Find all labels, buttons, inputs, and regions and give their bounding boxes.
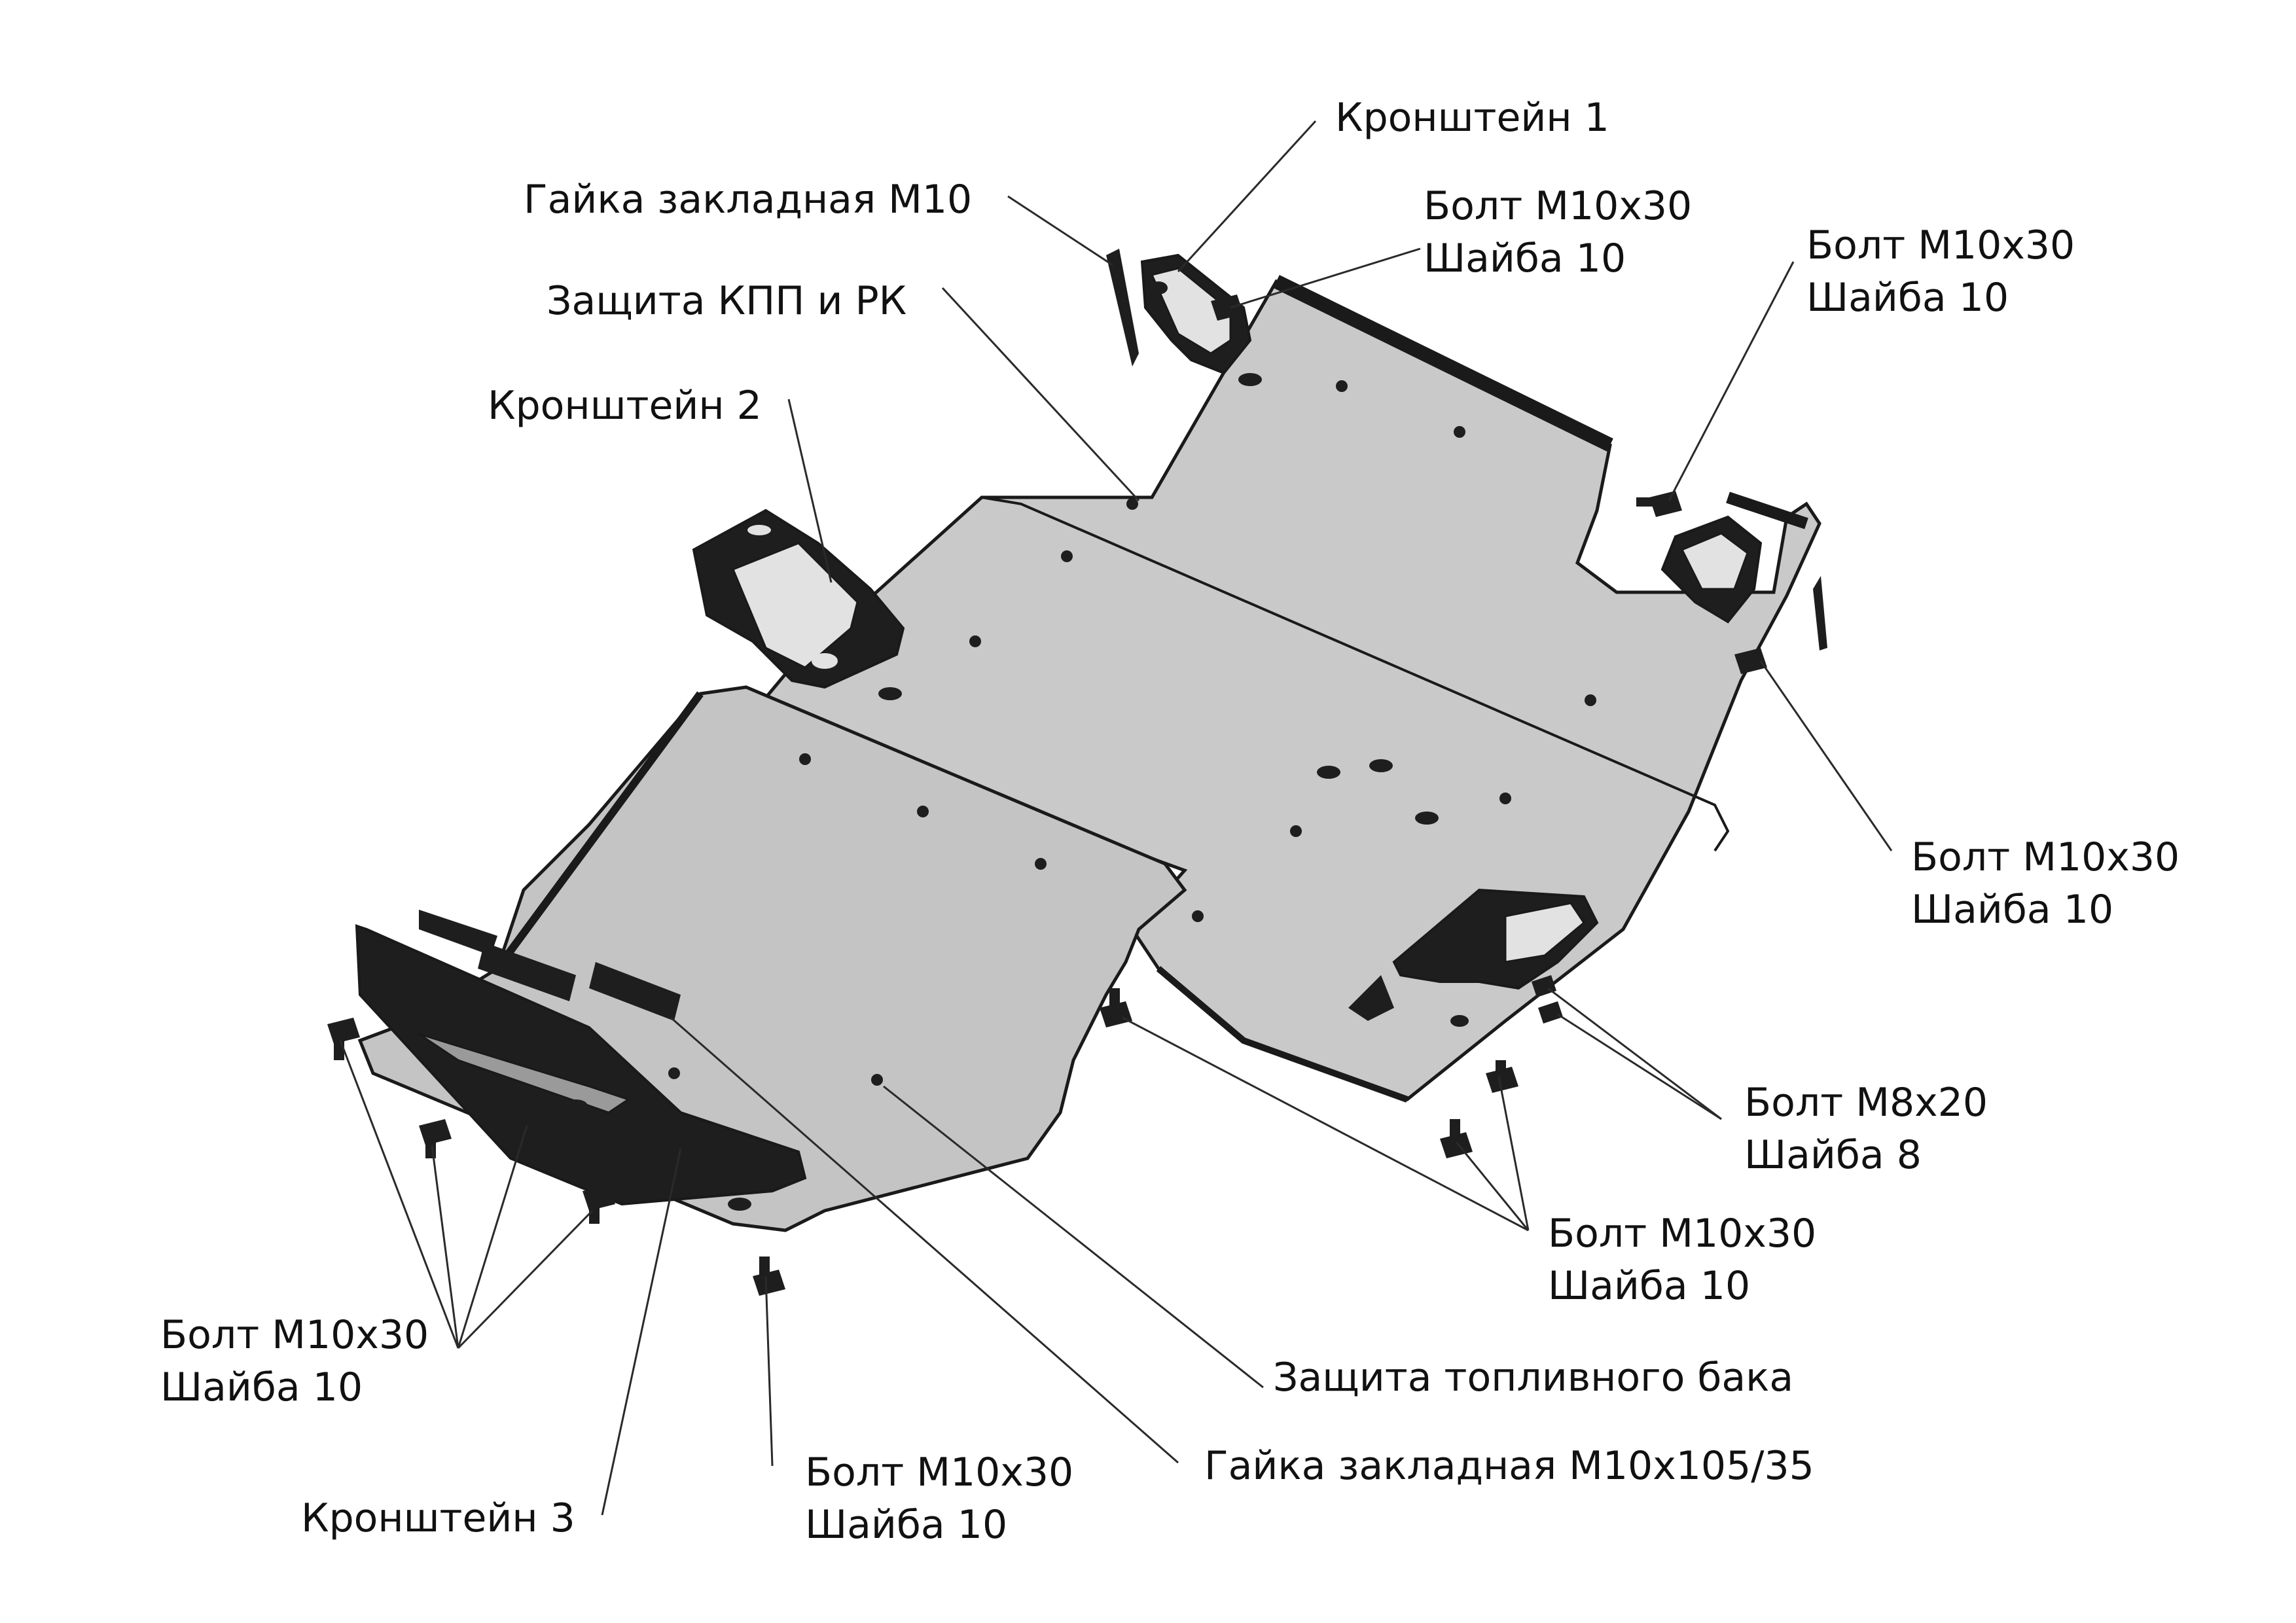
- washer-text: Шайба 10: [1911, 887, 2114, 933]
- label-bolt-bottom-right: Болт М10х30 Шайба 10: [1548, 1207, 1816, 1312]
- bolts: [327, 294, 1827, 1296]
- bottom-right-bracket: [1348, 888, 1599, 1021]
- bracket-3: [355, 910, 807, 1206]
- bracket-2: [692, 508, 905, 689]
- bolt-text: Болт М10х30: [1911, 834, 2180, 880]
- label-bolt-right: Болт М10х30 Шайба 10: [1911, 831, 2179, 936]
- washer-text: Шайба 10: [805, 1502, 1008, 1548]
- bolt-text: Болт М10х30: [1424, 183, 1693, 229]
- label-gearbox-guard: Защита КПП и РК: [547, 278, 907, 324]
- label-bolt-bottom-center: Болт М10х30 Шайба 10: [805, 1446, 1073, 1551]
- label-bolt-m8: Болт М8х20 Шайба 8: [1744, 1077, 1988, 1181]
- washer-text: Шайба 10: [1548, 1263, 1751, 1309]
- bolt-text: Болт М10х30: [805, 1450, 1074, 1495]
- washer-text: Шайба 8: [1744, 1132, 1922, 1178]
- bracket-1: [1106, 249, 1252, 375]
- mounting-holes: [564, 373, 1596, 1211]
- washer-text: Шайба 10: [160, 1364, 363, 1410]
- label-bolt-top-right: Болт М10х30 Шайба 10: [1806, 219, 2075, 324]
- label-bolt-bottom-left: Болт М10х30 Шайба 10: [160, 1309, 429, 1414]
- label-fuel-tank-guard: Защита топливного бака: [1273, 1355, 1794, 1400]
- bolt-text: Болт М10х30: [160, 1312, 429, 1358]
- bolt-text: Болт М10х30: [1548, 1211, 1817, 1257]
- washer-text: Шайба 10: [1806, 275, 2009, 321]
- washer-text: Шайба 10: [1424, 236, 1626, 281]
- label-insert-nut-m10: Гайка закладная М10: [524, 177, 973, 223]
- label-bracket-2: Кронштейн 2: [488, 383, 762, 429]
- label-bolt-top-center: Болт М10х30 Шайба 10: [1424, 180, 1692, 285]
- label-bracket-3: Кронштейн 3: [301, 1495, 575, 1541]
- bolt-text: Болт М10х30: [1806, 223, 2075, 268]
- label-insert-nut-long: Гайка закладная М10х105/35: [1204, 1443, 1814, 1489]
- label-bracket-1: Кронштейн 1: [1335, 95, 1609, 141]
- bolt-text: Болт М8х20: [1744, 1080, 1988, 1126]
- rear-right-bracket: [1660, 515, 1763, 624]
- leader-lines: [339, 120, 1893, 1516]
